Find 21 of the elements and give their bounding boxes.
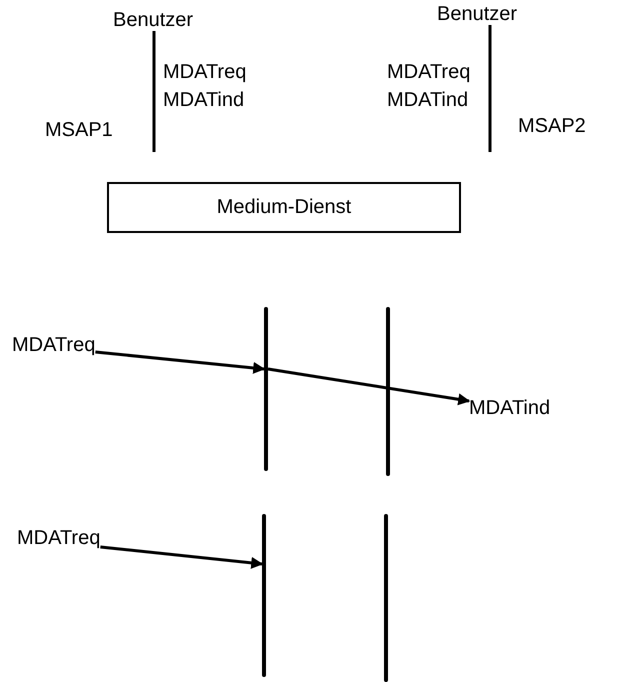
access-point-label: MSAP1 xyxy=(45,119,113,141)
timeline-bar xyxy=(262,514,266,677)
timeline-bar xyxy=(386,307,390,476)
service-box: Medium-Dienst xyxy=(107,182,461,233)
primitive-label: MDATreq xyxy=(387,61,470,83)
primitive-label: MDATind xyxy=(469,397,550,419)
primitive-label: MDATreq xyxy=(12,334,96,356)
connector-line xyxy=(488,25,492,152)
primitive-label: MDATreq xyxy=(17,527,100,549)
connector-line xyxy=(152,31,156,152)
primitive-label: MDATreq xyxy=(163,61,246,83)
arrow xyxy=(100,546,264,569)
user-label: Benutzer xyxy=(113,9,194,31)
primitive-label: MDATind xyxy=(387,89,468,111)
user-label: Benutzer xyxy=(437,3,518,25)
access-point-label: MSAP2 xyxy=(518,115,586,137)
primitive-label: MDATind xyxy=(163,89,244,111)
arrow xyxy=(95,350,266,374)
timeline-bar xyxy=(264,307,268,471)
arrow xyxy=(268,368,470,406)
timeline-bar xyxy=(384,514,388,682)
